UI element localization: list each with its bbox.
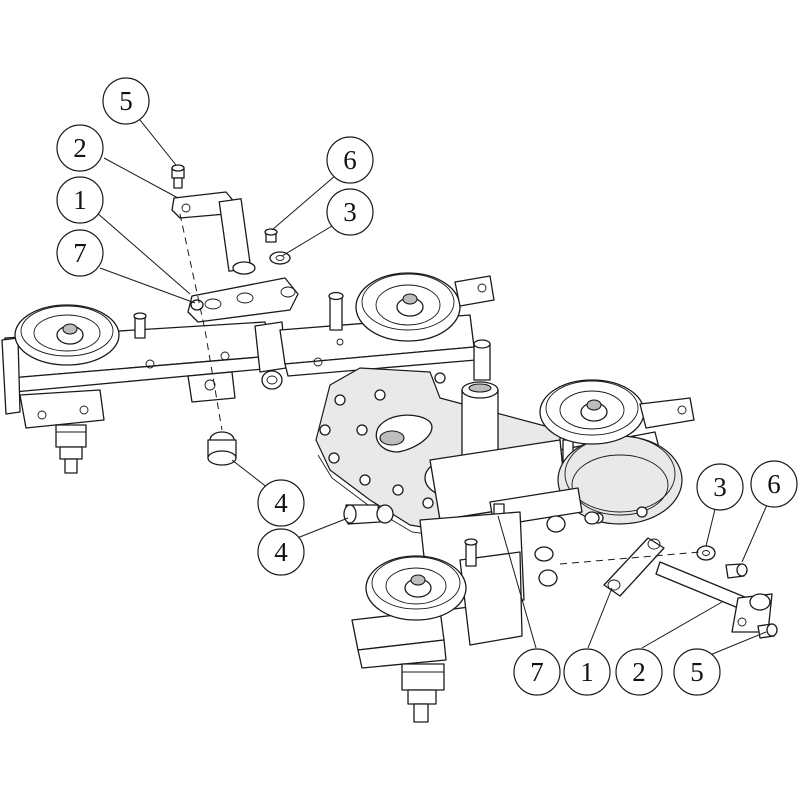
callout-label: 6 (767, 469, 781, 499)
callout-label: 2 (73, 133, 87, 163)
callout-4-lower: 4 (257, 528, 305, 576)
callout-label: 5 (119, 86, 133, 116)
callout-label: 2 (632, 657, 646, 687)
callout-7-top: 7 (56, 229, 104, 277)
callout-2-bottom: 2 (615, 648, 663, 696)
callout-label: 4 (274, 537, 288, 567)
left-arm-assembly (1, 304, 275, 474)
callout-label: 6 (343, 145, 357, 175)
callout-1-top: 1 (56, 176, 104, 224)
callout-label: 4 (274, 488, 288, 518)
callout-label: 1 (73, 185, 87, 215)
callout-label: 7 (530, 657, 544, 687)
callout-6-top: 6 (326, 136, 374, 184)
exploded-top-parts (171, 164, 394, 525)
callout-3-top: 3 (326, 188, 374, 236)
callout-1-bottom: 1 (563, 648, 611, 696)
callout-3-right: 3 (696, 463, 744, 511)
callout-7-bottom: 7 (513, 648, 561, 696)
callout-label: 7 (73, 238, 87, 268)
callout-4-upper: 4 (257, 479, 305, 527)
callout-5-top: 5 (102, 77, 150, 125)
callout-label: 3 (343, 197, 357, 227)
callout-label: 3 (713, 472, 727, 502)
callout-label: 1 (580, 657, 594, 687)
middle-top-pulley (355, 272, 495, 342)
leader-lines (95, 114, 771, 656)
exploded-right-parts (559, 537, 778, 639)
callout-5-bottom: 5 (673, 648, 721, 696)
callout-2-top: 2 (56, 124, 104, 172)
bottom-arm-assembly (351, 511, 558, 723)
callout-6-right: 6 (750, 460, 798, 508)
callout-label: 5 (690, 657, 704, 687)
